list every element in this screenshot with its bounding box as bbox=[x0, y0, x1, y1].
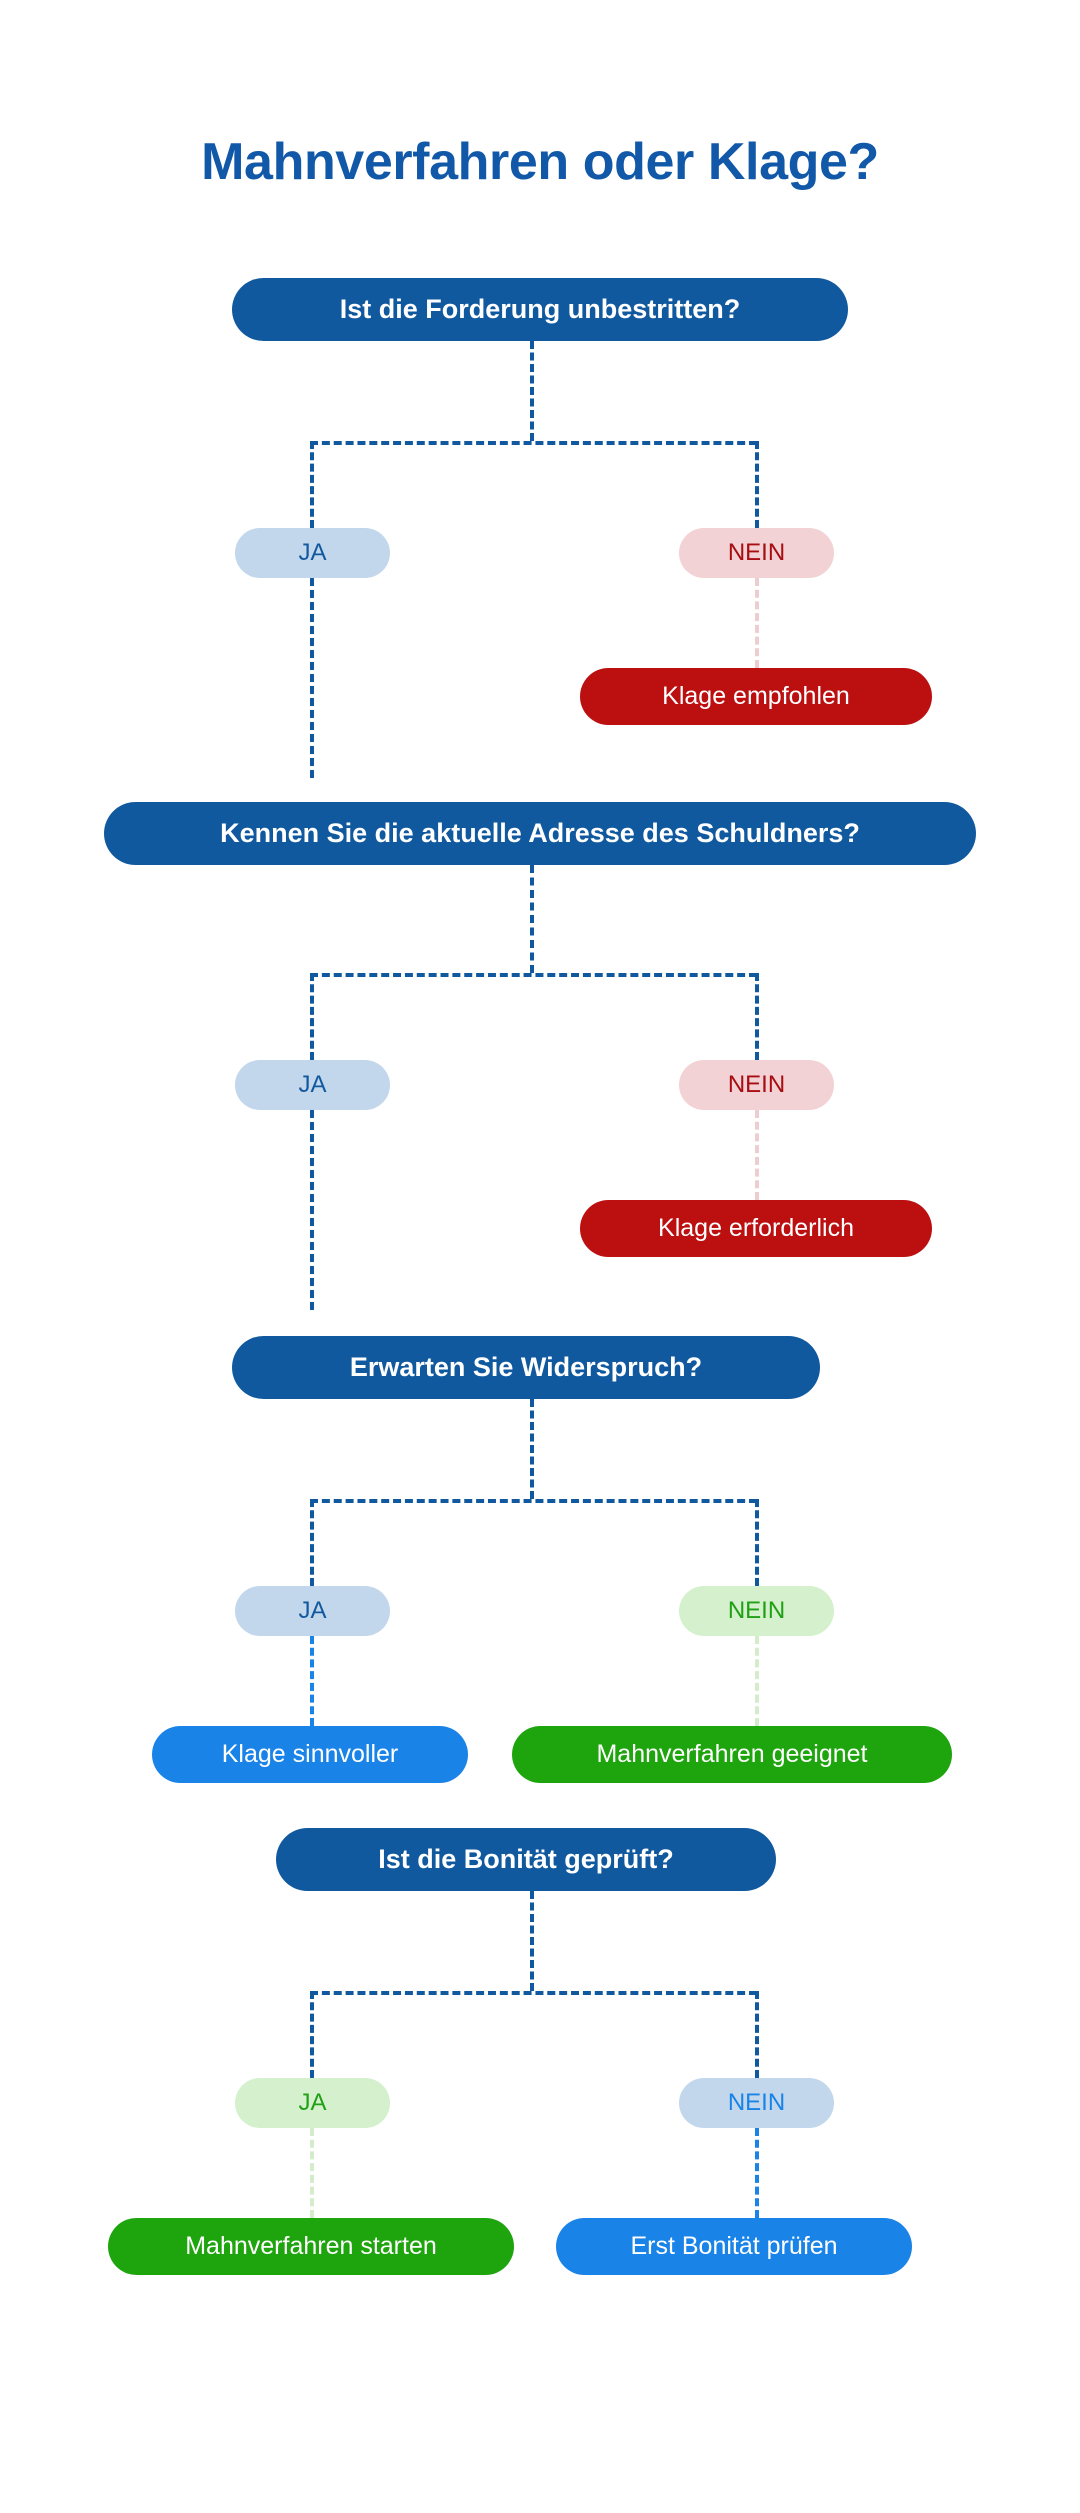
connector-branch-bar-2 bbox=[310, 973, 757, 977]
outcome-box-3-yes[interactable]: Klage sinnvoller bbox=[152, 1726, 468, 1783]
outcome-box-3-no[interactable]: Mahnverfahren geeignet bbox=[512, 1726, 952, 1783]
outcome-box-4-yes[interactable]: Mahnverfahren starten bbox=[108, 2218, 514, 2275]
outcome-box-2-no[interactable]: Klage erforderlich bbox=[580, 1200, 932, 1257]
connector-stem-2 bbox=[530, 865, 534, 973]
connector-stem-3 bbox=[530, 1399, 534, 1499]
connector-branch-bar-4 bbox=[310, 1991, 757, 1995]
connector-yes-outcome-4 bbox=[310, 2128, 314, 2218]
answer-pill-yes-2[interactable]: JA bbox=[235, 1060, 390, 1110]
connector-branch-bar-1 bbox=[310, 441, 757, 445]
outcome-box-1-no[interactable]: Klage empfohlen bbox=[580, 668, 932, 725]
connector-yes-drop-3 bbox=[310, 1499, 314, 1586]
answer-pill-yes-3[interactable]: JA bbox=[235, 1586, 390, 1636]
answer-pill-yes-4[interactable]: JA bbox=[235, 2078, 390, 2128]
connector-stem-4 bbox=[530, 1891, 534, 1991]
answer-pill-no-1[interactable]: NEIN bbox=[679, 528, 834, 578]
connector-yes-drop-2 bbox=[310, 973, 314, 1060]
connector-no-drop-4 bbox=[755, 1991, 759, 2078]
connector-no-drop-2 bbox=[755, 973, 759, 1060]
question-box-1[interactable]: Ist die Forderung unbestritten? bbox=[232, 278, 848, 341]
connector-no-outcome-4 bbox=[755, 2128, 759, 2218]
answer-pill-yes-1[interactable]: JA bbox=[235, 528, 390, 578]
connector-no-drop-3 bbox=[755, 1499, 759, 1586]
question-box-4[interactable]: Ist die Bonität geprüft? bbox=[276, 1828, 776, 1891]
question-box-2[interactable]: Kennen Sie die aktuelle Adresse des Schu… bbox=[104, 802, 976, 865]
connector-yes-continue-1 bbox=[310, 578, 314, 778]
connector-no-outcome-3 bbox=[755, 1636, 759, 1726]
answer-pill-no-2[interactable]: NEIN bbox=[679, 1060, 834, 1110]
connector-yes-drop-1 bbox=[310, 441, 314, 528]
connector-yes-continue-2 bbox=[310, 1110, 314, 1310]
connector-branch-bar-3 bbox=[310, 1499, 757, 1503]
connector-yes-outcome-3 bbox=[310, 1636, 314, 1726]
page-title: Mahnverfahren oder Klage? bbox=[201, 133, 879, 191]
answer-pill-no-4[interactable]: NEIN bbox=[679, 2078, 834, 2128]
connector-no-outcome-2 bbox=[755, 1110, 759, 1200]
outcome-box-4-no[interactable]: Erst Bonität prüfen bbox=[556, 2218, 912, 2275]
answer-pill-no-3[interactable]: NEIN bbox=[679, 1586, 834, 1636]
connector-yes-drop-4 bbox=[310, 1991, 314, 2078]
connector-stem-1 bbox=[530, 341, 534, 441]
connector-no-drop-1 bbox=[755, 441, 759, 528]
question-box-3[interactable]: Erwarten Sie Widerspruch? bbox=[232, 1336, 820, 1399]
connector-no-outcome-1 bbox=[755, 578, 759, 668]
